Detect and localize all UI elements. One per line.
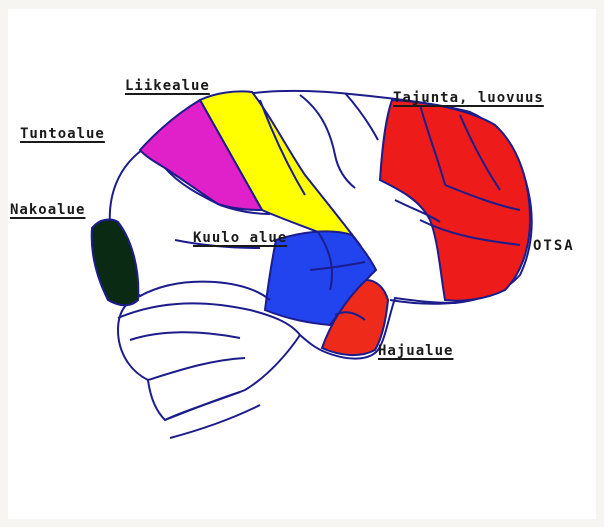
label-nakoalue: Nakoalue [10,202,85,218]
label-kuuloalue: Kuulo alue [193,230,287,246]
label-otsa: OTSA [533,238,575,254]
label-tuntoalue: Tuntoalue [20,126,105,142]
label-hajualue: Hajualue [378,343,453,359]
label-liikealue: Liikealue [125,78,210,94]
label-tajunta-luovuus: Tajunta, luovuus [393,90,544,106]
